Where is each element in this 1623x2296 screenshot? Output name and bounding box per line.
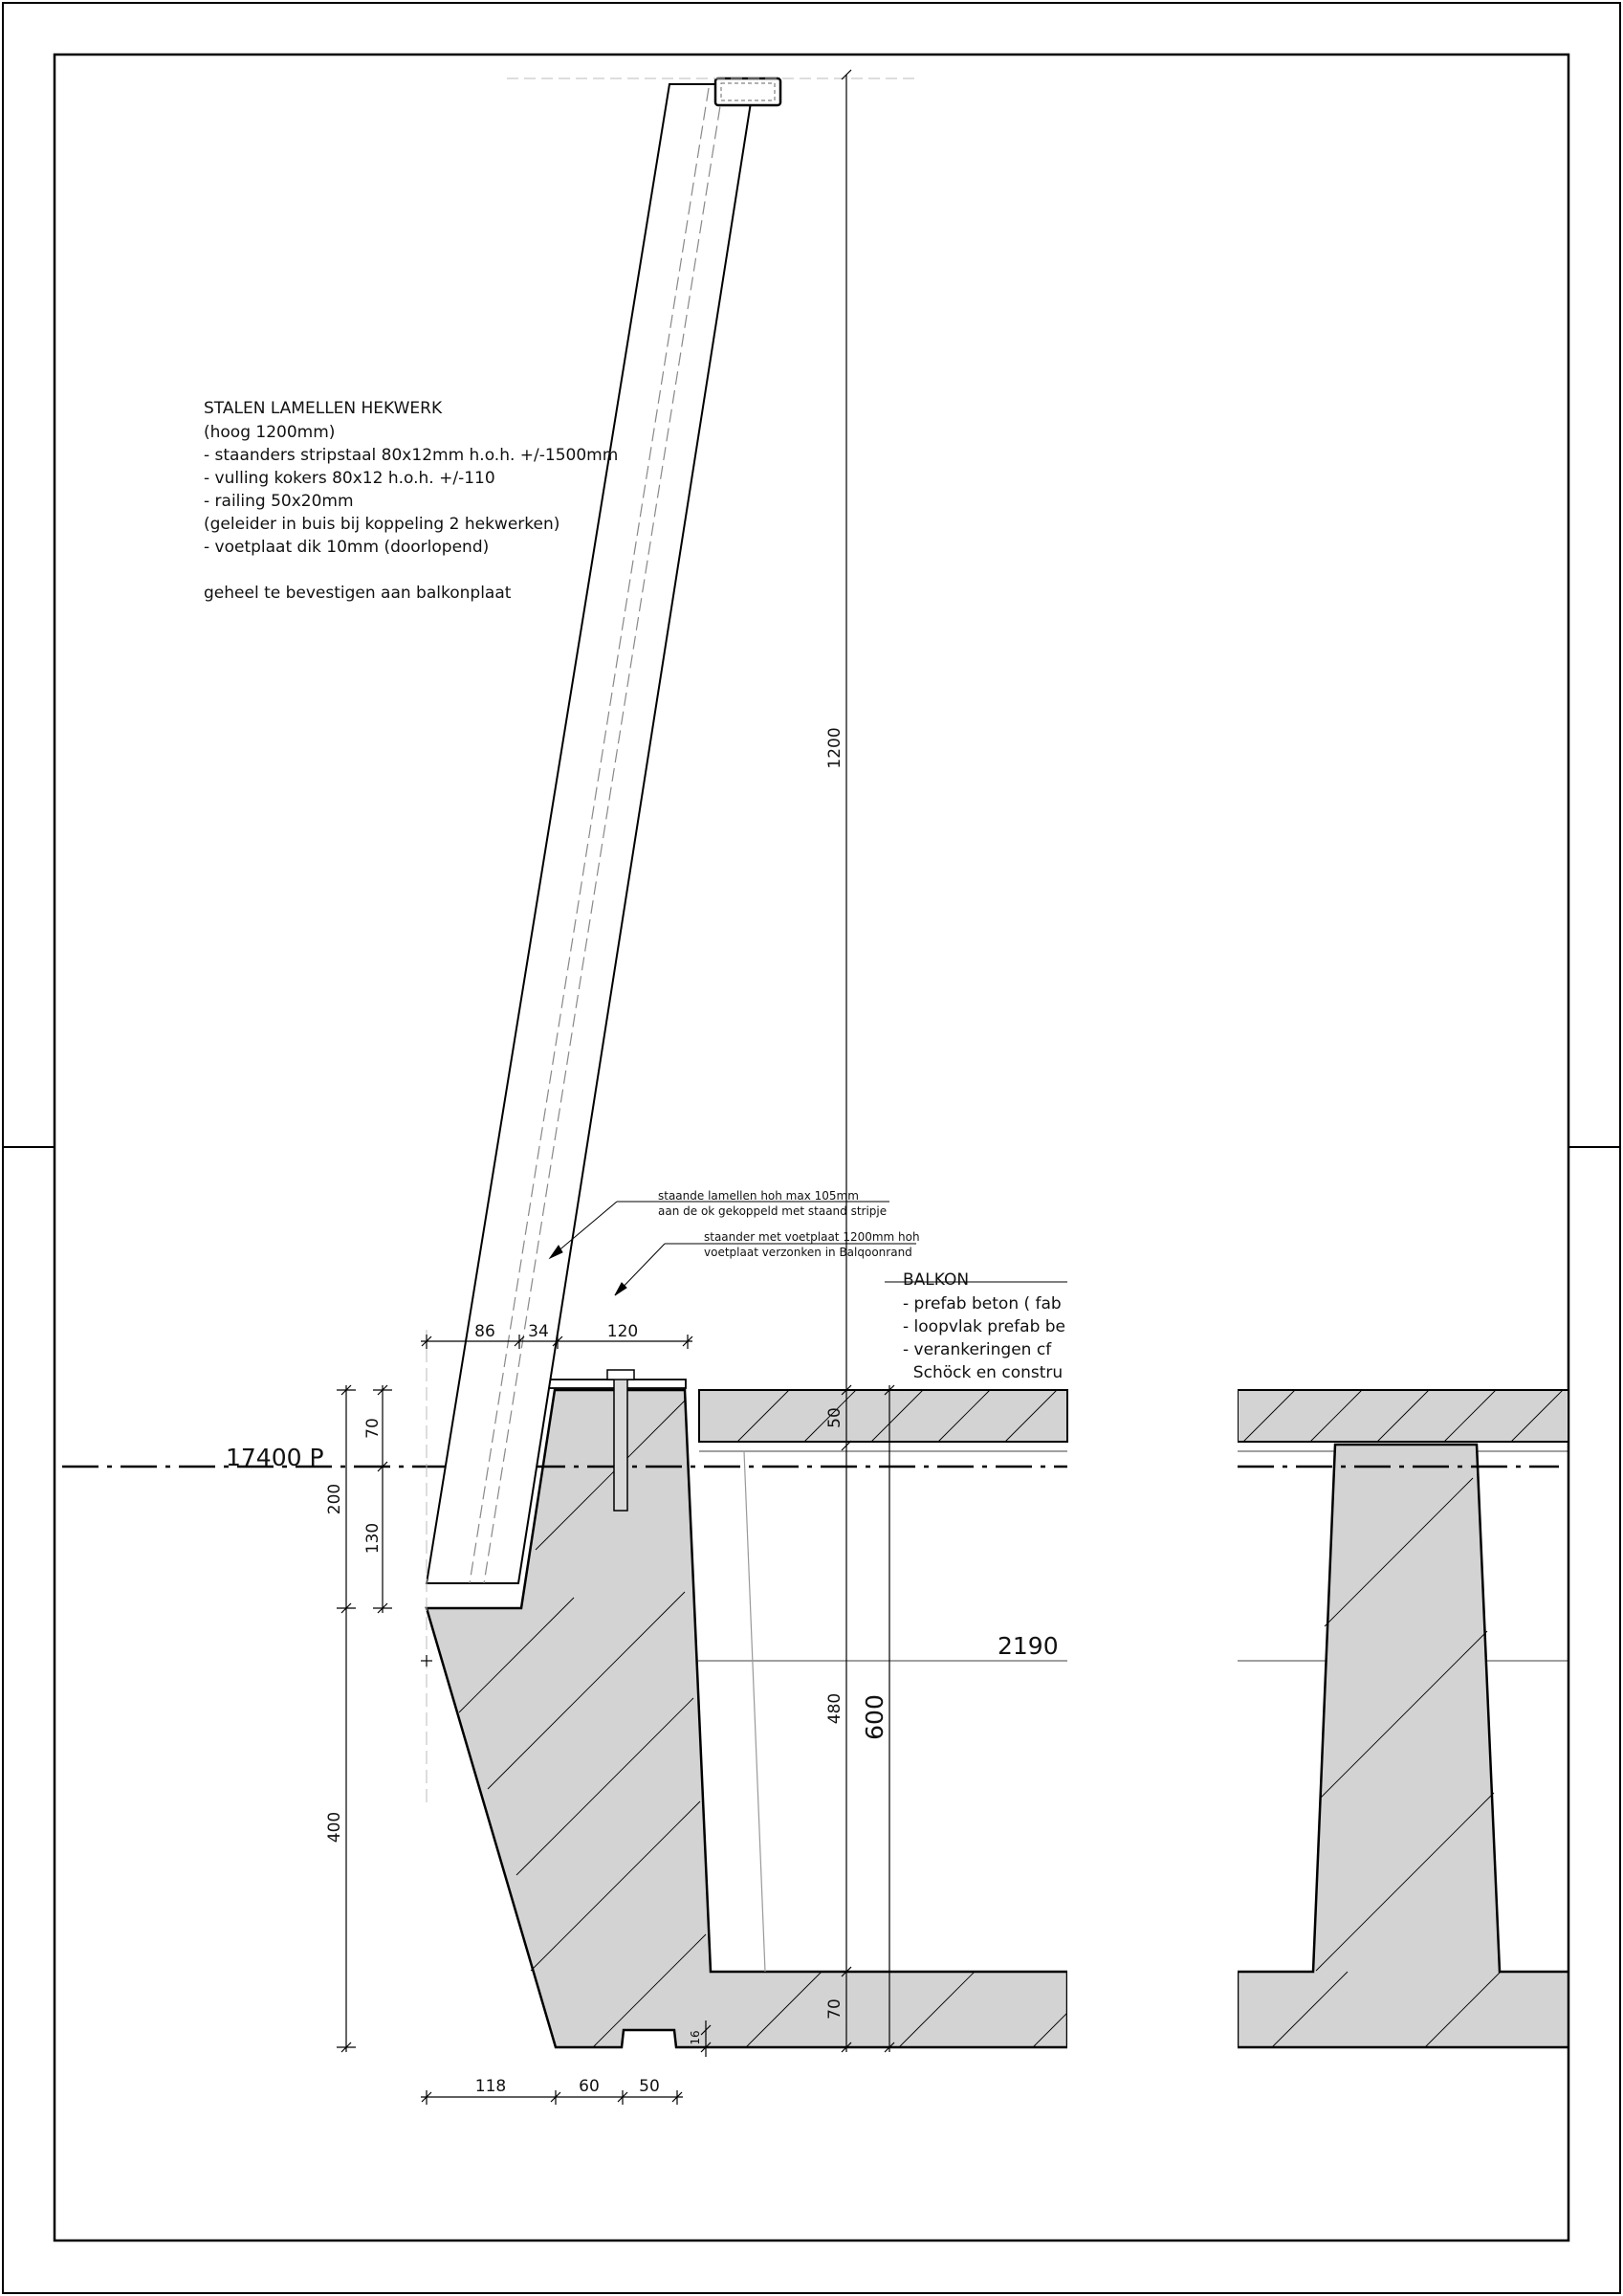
dimension-texts: 1200 86 34 120 70 130 200 400 50 480 600…	[325, 727, 1059, 2096]
railing-note-line: - railing 50x20mm	[204, 492, 354, 511]
dim-200: 200	[325, 1484, 344, 1514]
callout-texts: staande lamellen hoh max 105mm aan de ok…	[658, 1189, 920, 1259]
callout-staander-line: staander met voetplaat 1200mm hoh	[704, 1230, 920, 1244]
callout-lamellen-line: staande lamellen hoh max 105mm	[658, 1189, 859, 1203]
dim-130: 130	[363, 1523, 383, 1554]
dim-120: 120	[607, 1322, 638, 1341]
railing-note-line: (geleider in buis bij koppeling 2 hekwer…	[204, 515, 559, 534]
dim-70-bottom: 70	[825, 1998, 844, 2020]
balkon-note-line: - loopvlak prefab be	[903, 1317, 1065, 1336]
dim-60: 60	[579, 2077, 600, 2096]
callout-leaders	[548, 1201, 1067, 1296]
dim-480: 480	[825, 1693, 844, 1724]
dim-86: 86	[474, 1322, 495, 1341]
dim-70-top: 70	[363, 1418, 383, 1439]
dim-34: 34	[528, 1322, 549, 1341]
dimension-lines	[337, 69, 895, 2105]
dim-2190: 2190	[998, 1632, 1059, 1660]
balkon-note-line: - verankeringen cf	[903, 1340, 1052, 1359]
railing-note-line: - staanders stripstaal 80x12mm h.o.h. +/…	[204, 446, 618, 465]
balkon-note: BALKON - prefab beton ( fab - loopvlak p…	[903, 1270, 1065, 1382]
dim-118: 118	[475, 2077, 506, 2096]
railing-note: STALEN LAMELLEN HEKWERK (hoog 1200mm) - …	[204, 399, 618, 603]
railing-note-line: (hoog 1200mm)	[204, 423, 335, 442]
concrete-edge-beam	[425, 1388, 1067, 2049]
balkon-note-line: BALKON	[903, 1270, 969, 1290]
balkon-note-line: - prefab beton ( fab	[903, 1294, 1062, 1314]
dim-50: 50	[825, 1407, 844, 1428]
balcony-rib-right	[1238, 1389, 1568, 2049]
dim-50-bottom: 50	[639, 2077, 660, 2096]
level-label: 17400 P	[226, 1444, 324, 1471]
railing-post	[425, 77, 918, 1808]
railing-note-line: geheel te bevestigen aan balkonplaat	[204, 584, 512, 603]
dim-400: 400	[325, 1812, 344, 1843]
balkon-note-line: Schöck en constru	[903, 1363, 1063, 1382]
dim-600: 600	[861, 1694, 888, 1740]
callout-staander-line: voetplaat verzonken in Balqoonrand	[704, 1246, 912, 1259]
railing-note-line: STALEN LAMELLEN HEKWERK	[204, 399, 443, 418]
balcony-slab-top	[698, 1389, 1068, 1973]
railing-note-line: - vulling kokers 80x12 h.o.h. +/-110	[204, 469, 495, 488]
dim-16: 16	[689, 2030, 702, 2044]
callout-lamellen-line: aan de ok gekoppeld met staand stripje	[658, 1204, 887, 1218]
railing-note-line: - voetplaat dik 10mm (doorlopend)	[204, 538, 489, 557]
dim-1200: 1200	[825, 727, 844, 768]
